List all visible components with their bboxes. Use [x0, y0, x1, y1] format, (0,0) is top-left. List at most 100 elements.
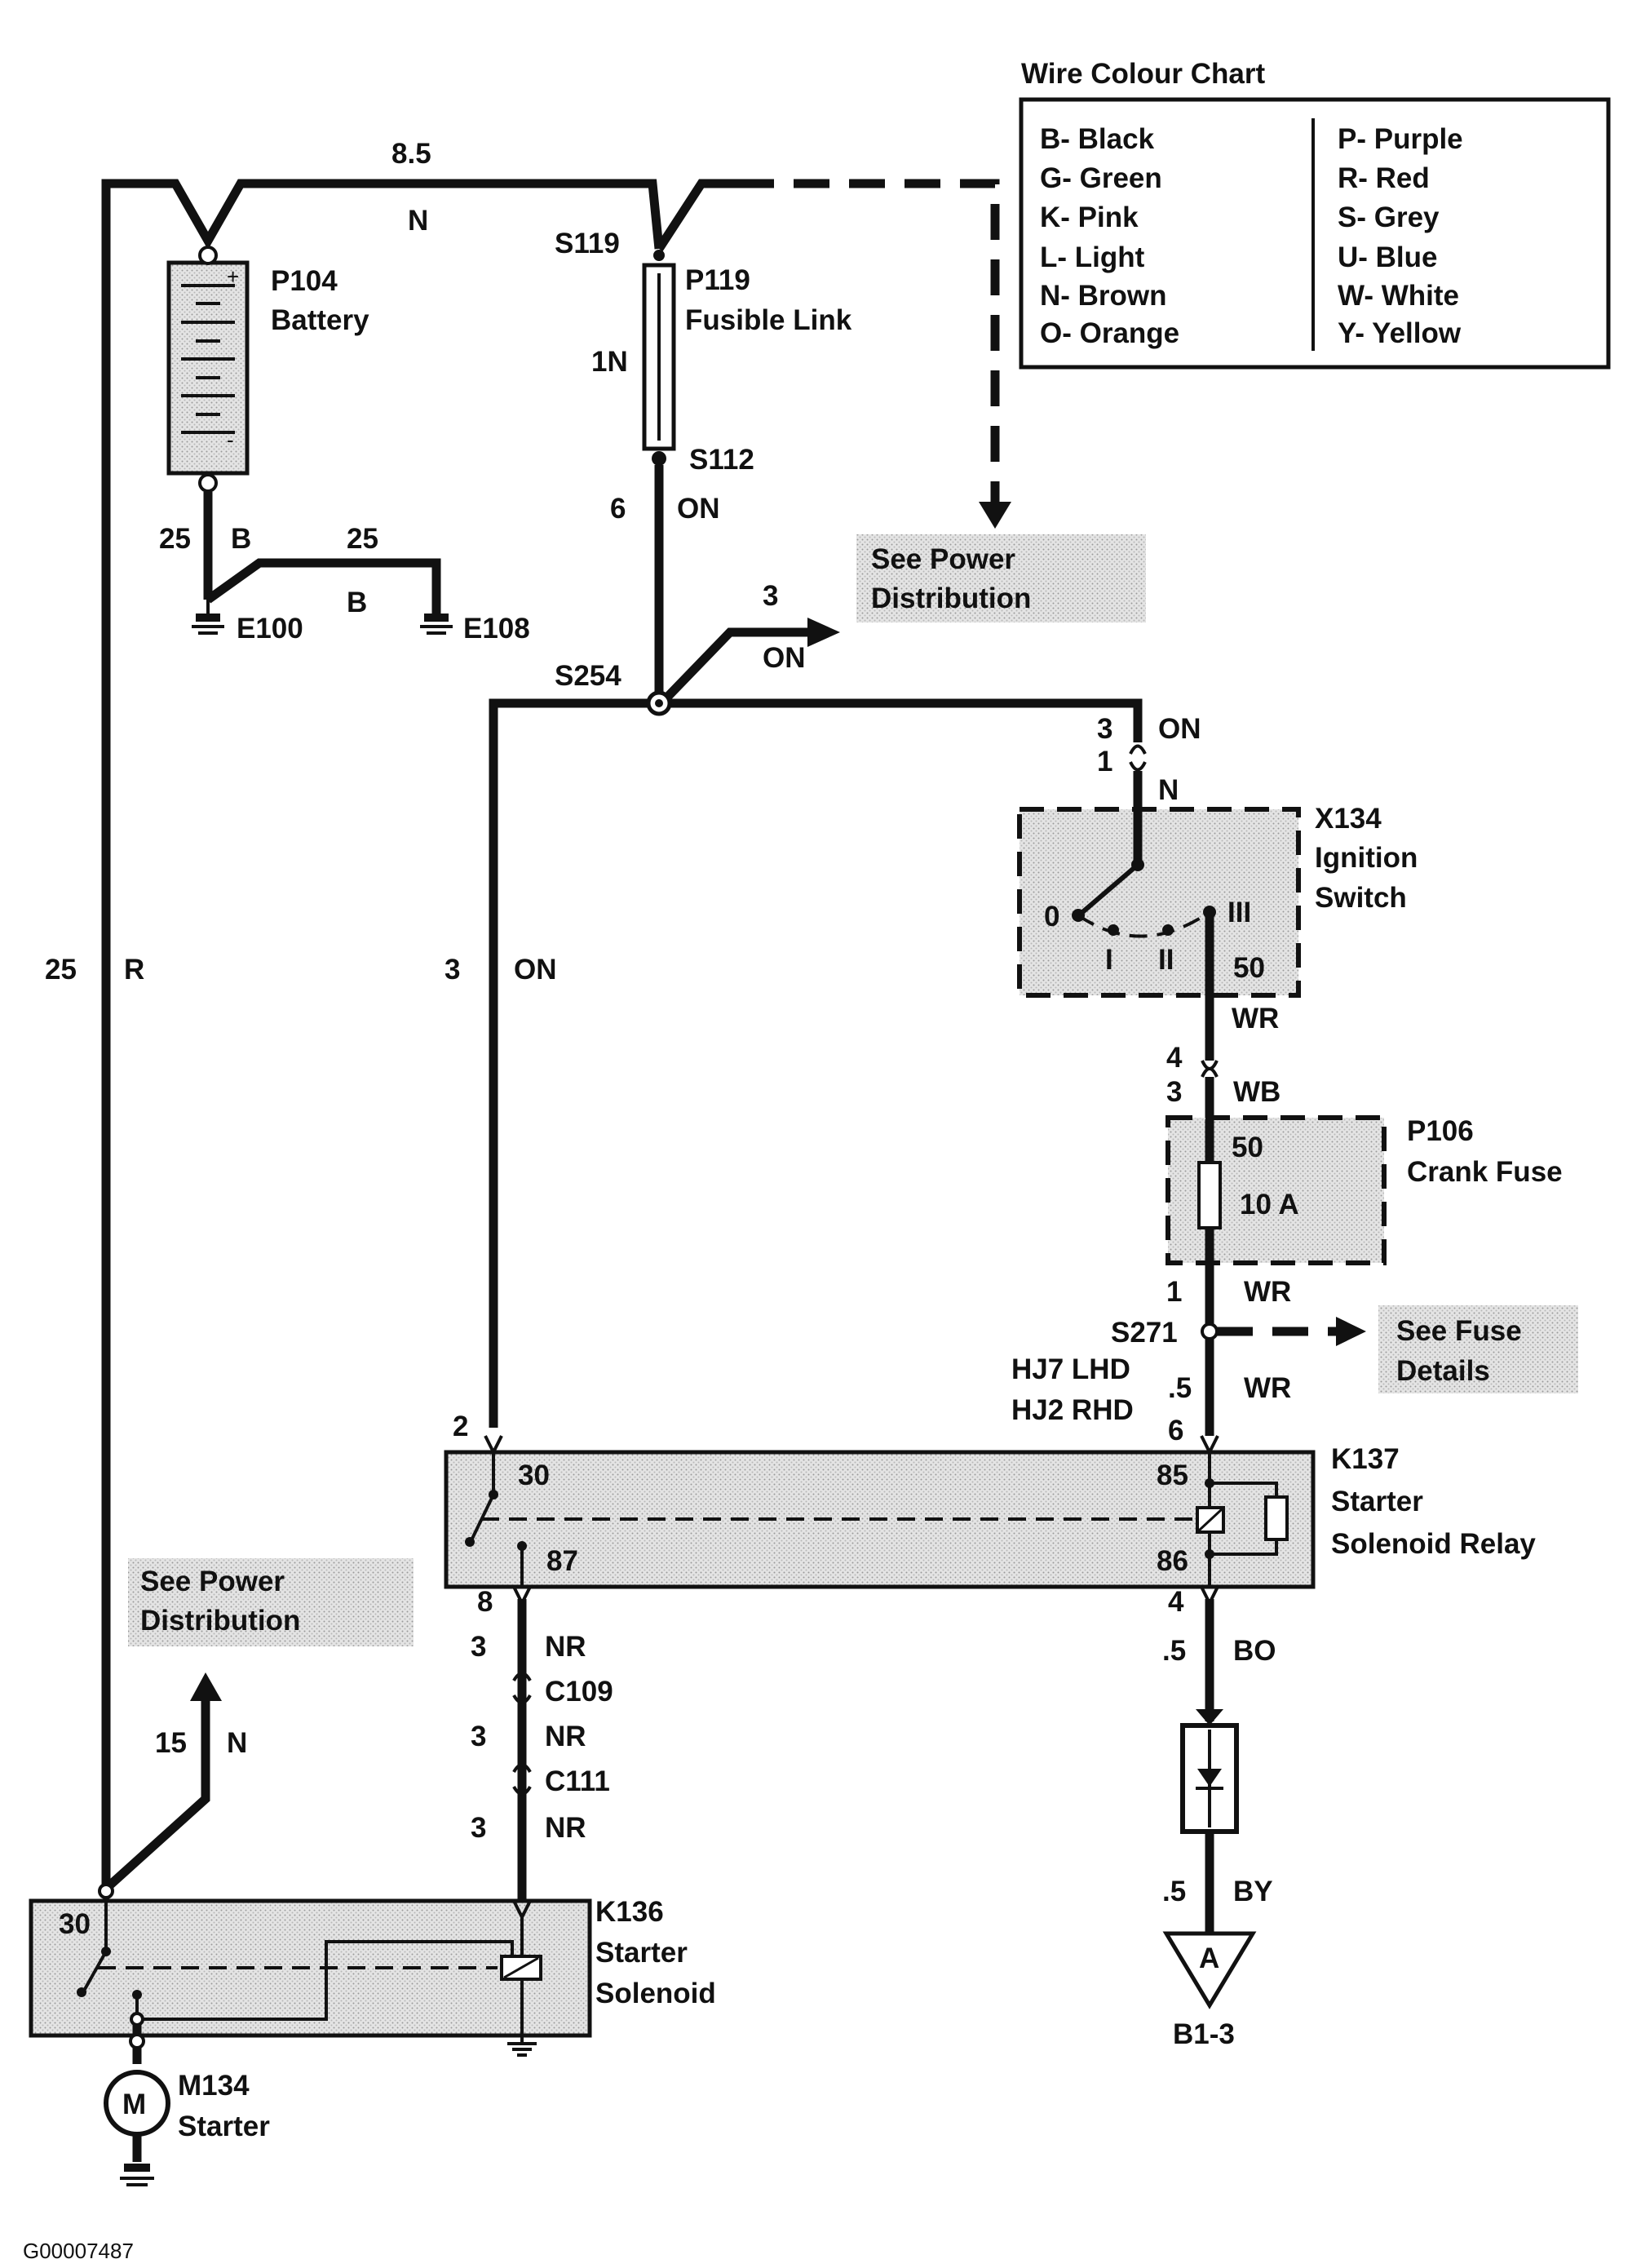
svg-text:WB: WB [1233, 1076, 1281, 1108]
legend-title: Wire Colour Chart [1021, 58, 1265, 90]
svg-text:50: 50 [1232, 1132, 1263, 1163]
svg-text:Fusible Link: Fusible Link [685, 304, 852, 336]
legend-item: N- Brown [1040, 280, 1167, 312]
relay-output-wiring: 8 3 NR C109 3 NR C111 3 NR 4 .5 BO .5 BY… [471, 1586, 1276, 2050]
legend-item: P- Purple [1338, 123, 1463, 155]
svg-text:-: - [227, 427, 234, 452]
svg-text:6: 6 [610, 493, 626, 525]
svg-text:4: 4 [1168, 1586, 1184, 1618]
svg-text:M: M [122, 2089, 146, 2120]
legend-item: W- White [1338, 280, 1459, 312]
svg-text:K137: K137 [1331, 1443, 1400, 1475]
wire-colour-chart: Wire Colour Chart B- Black G- Green K- P… [1019, 58, 1611, 370]
svg-text:NR: NR [545, 1721, 586, 1752]
svg-text:Starter: Starter [595, 1937, 688, 1969]
svg-text:N: N [1158, 774, 1179, 806]
svg-text:WR: WR [1244, 1276, 1291, 1308]
svg-text:HJ7 LHD: HJ7 LHD [1011, 1353, 1130, 1385]
svg-text:Distribution: Distribution [140, 1605, 300, 1637]
svg-text:III: III [1227, 897, 1251, 928]
ignition-switch: 3 ON 1 N 0 I II III 50 X134 Ignition Swi… [1017, 713, 1418, 1108]
splice-label: S119 [555, 228, 620, 259]
svg-text:4: 4 [1166, 1042, 1183, 1074]
svg-text:B: B [231, 523, 251, 555]
see-power-distribution-lower: See Power Distribution 15 N [103, 1558, 414, 1893]
svg-text:+: + [227, 264, 239, 289]
svg-text:NR: NR [545, 1631, 586, 1663]
svg-text:A: A [1199, 1942, 1219, 1974]
legend-item: Y- Yellow [1338, 317, 1462, 349]
svg-text:0: 0 [1044, 901, 1059, 932]
svg-text:.5: .5 [1162, 1635, 1186, 1667]
svg-text:1N: 1N [591, 346, 628, 378]
svg-text:3: 3 [1097, 713, 1112, 745]
svg-text:10 A: 10 A [1240, 1189, 1299, 1220]
svg-text:Distribution: Distribution [871, 583, 1031, 614]
svg-text:30: 30 [518, 1460, 550, 1491]
legend-item: G- Green [1040, 162, 1162, 194]
ground-label: E100 [237, 613, 303, 645]
svg-text:3: 3 [1166, 1076, 1182, 1108]
legend-item: R- Red [1338, 162, 1430, 194]
svg-text:50: 50 [1233, 952, 1265, 984]
svg-text:ON: ON [514, 954, 557, 986]
svg-text:3: 3 [471, 1631, 486, 1663]
connector-label: C109 [545, 1676, 613, 1708]
legend-item: K- Pink [1040, 202, 1139, 233]
svg-text:I: I [1105, 944, 1113, 976]
svg-text:II: II [1158, 944, 1174, 976]
svg-text:Starter: Starter [1331, 1486, 1423, 1517]
s254-bus: S254 3 ON 25 R [45, 660, 1143, 1428]
svg-text:WR: WR [1244, 1372, 1291, 1404]
svg-text:3: 3 [471, 1812, 486, 1844]
svg-text:B1-3: B1-3 [1173, 2018, 1235, 2050]
svg-text:85: 85 [1157, 1460, 1188, 1491]
svg-text:Details: Details [1396, 1355, 1490, 1387]
svg-text:M134: M134 [178, 2070, 250, 2102]
svg-text:K136: K136 [595, 1896, 664, 1928]
svg-text:WR: WR [1232, 1003, 1279, 1034]
svg-text:BO: BO [1233, 1635, 1276, 1667]
svg-text:NR: NR [545, 1812, 586, 1844]
ground-label: E108 [463, 613, 530, 645]
battery-circuit: 8.5 N + - P104 Battery 25 B 25 B E100 [101, 138, 1011, 1889]
svg-text:.5: .5 [1162, 1876, 1186, 1907]
svg-text:25: 25 [45, 954, 77, 986]
ground-icon [192, 600, 224, 635]
starter-solenoid-relay: 2 30 87 85 86 K137 Starter Solenoid Rela… [444, 1411, 1536, 1589]
svg-text:Crank Fuse: Crank Fuse [1407, 1156, 1563, 1188]
svg-text:Solenoid Relay: Solenoid Relay [1331, 1528, 1536, 1560]
legend-item: S- Grey [1338, 202, 1440, 233]
legend-item: L- Light [1040, 241, 1145, 273]
svg-text:8: 8 [477, 1586, 493, 1618]
svg-text:N: N [227, 1727, 247, 1759]
svg-text:2: 2 [453, 1411, 468, 1442]
svg-text:3: 3 [763, 580, 778, 612]
svg-text:25: 25 [347, 523, 378, 555]
see-power-distribution-top: See Power Distribution [856, 534, 1146, 622]
svg-text:P106: P106 [1407, 1115, 1474, 1147]
svg-text:HJ2 RHD: HJ2 RHD [1011, 1394, 1134, 1426]
svg-text:ON: ON [763, 642, 806, 674]
connector-triangle [1162, 1931, 1257, 2009]
fusible-link: S119 P119 Fusible Link 1N S112 6 ON 3 ON [555, 228, 852, 709]
splice-label: S112 [689, 444, 754, 476]
svg-text:R: R [124, 954, 144, 986]
svg-text:See Power: See Power [871, 543, 1015, 575]
battery-name: Battery [271, 304, 369, 336]
svg-text:See Fuse: See Fuse [1396, 1315, 1522, 1347]
legend-item: U- Blue [1338, 241, 1438, 273]
ground-icon [420, 614, 453, 635]
svg-text:ON: ON [1158, 713, 1201, 745]
svg-text:87: 87 [546, 1545, 578, 1577]
svg-text:ON: ON [677, 493, 720, 525]
svg-text:3: 3 [445, 954, 460, 986]
starter-solenoid: 30 K136 Starter Solenoid [29, 1883, 716, 2057]
wire-color-label: N [408, 205, 428, 237]
svg-text:Ignition: Ignition [1315, 842, 1418, 874]
svg-text:P119: P119 [685, 264, 750, 296]
legend-item: O- Orange [1040, 317, 1179, 349]
svg-text:See Power: See Power [140, 1566, 285, 1597]
starter-motor: M M134 Starter [104, 2012, 270, 2186]
